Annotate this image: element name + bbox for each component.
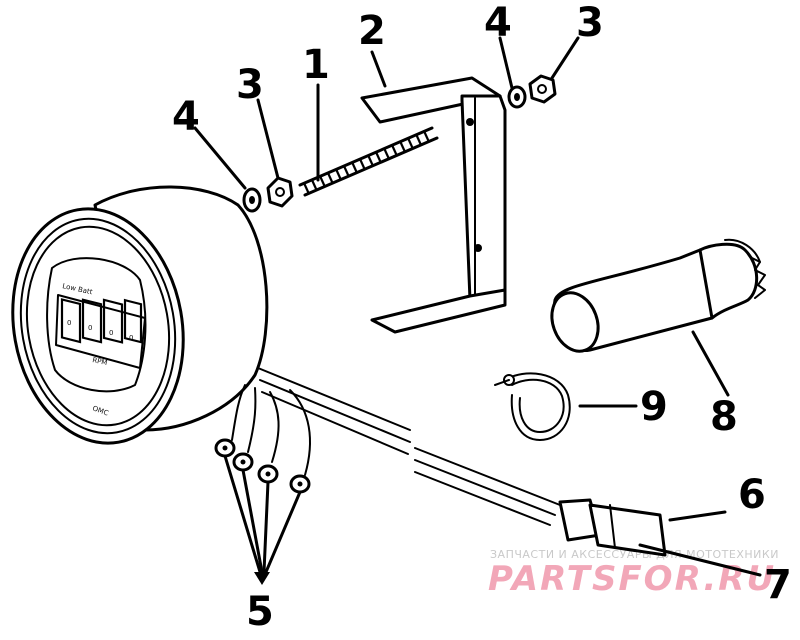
watermark-tagline: ЗАПЧАСТИ И АКСЕССУАРЫ ДЛЯ МОТОТЕХНИКИ xyxy=(490,548,779,561)
gauge-rpm-label: RPM xyxy=(92,356,108,367)
callout-2: 2 xyxy=(358,8,386,54)
washer-right xyxy=(507,85,527,109)
gauge-digit-2: 0 xyxy=(88,324,92,332)
gauge-digit-1: 0 xyxy=(67,319,71,327)
callout-labels: 1 2 3 3 4 4 5 6 7 8 9 xyxy=(172,0,792,635)
tachometer-gauge: Low Batt RPM OMC xyxy=(11,185,411,455)
gauge-digit-3: 0 xyxy=(109,329,113,337)
callout-3-left: 3 xyxy=(236,62,264,108)
callout-7: 7 xyxy=(764,562,792,608)
sensor-handle xyxy=(550,238,766,353)
callout-3-right: 3 xyxy=(576,0,604,46)
callout-4-left: 4 xyxy=(172,94,200,140)
cable-clamp xyxy=(494,372,571,441)
leader-lines xyxy=(193,36,762,585)
cable-and-connector xyxy=(414,447,667,557)
nut-left xyxy=(266,176,294,208)
watermark: ЗАПЧАСТИ И АКСЕССУАРЫ ДЛЯ МОТОТЕХНИКИ PA… xyxy=(488,548,779,599)
callout-1: 1 xyxy=(302,42,330,88)
gauge-digit-4: 0 xyxy=(129,334,133,342)
callout-4-right: 4 xyxy=(484,0,512,46)
threaded-stud xyxy=(298,126,439,197)
gauge-digits xyxy=(60,298,143,344)
callout-9: 9 xyxy=(640,384,668,430)
mounting-bracket xyxy=(360,76,507,334)
watermark-logo: PARTSFOR.RU xyxy=(488,559,776,599)
washer-left xyxy=(242,187,262,213)
callout-5: 5 xyxy=(246,589,274,635)
callout-8: 8 xyxy=(710,394,738,440)
callout-6: 6 xyxy=(738,472,766,518)
gauge-digit-glyphs: 0 0 0 0 xyxy=(67,319,133,342)
nut-right xyxy=(528,74,557,104)
